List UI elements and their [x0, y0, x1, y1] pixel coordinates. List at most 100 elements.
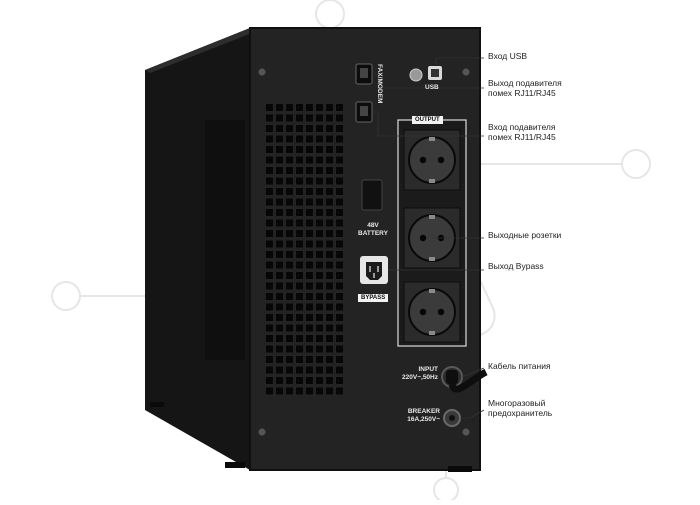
vent-hole	[306, 209, 313, 216]
cabinet-foot	[225, 462, 245, 468]
vent-hole	[316, 335, 323, 342]
vent-hole	[266, 114, 273, 122]
vent-hole	[316, 366, 323, 374]
vent-hole	[326, 240, 333, 248]
vent-hole	[316, 240, 323, 248]
vent-hole	[286, 188, 293, 195]
vent-hole	[286, 293, 293, 300]
vent-hole	[316, 387, 323, 395]
vent-hole	[306, 272, 313, 279]
vent-hole	[286, 167, 293, 174]
breaker-label: BREAKER 16A,250V~	[394, 408, 440, 424]
vent-hole	[336, 230, 343, 237]
watermark-circle-right	[621, 149, 651, 179]
vent-hole	[276, 303, 283, 311]
breaker-button-center	[449, 415, 455, 421]
vent-hole	[336, 156, 343, 164]
vent-hole	[286, 177, 293, 185]
vent-hole	[286, 366, 293, 374]
vent-hole	[326, 146, 333, 153]
vent-hole	[316, 156, 323, 164]
vent-hole	[316, 167, 323, 174]
vent-hole	[336, 135, 343, 143]
vent-hole	[286, 324, 293, 332]
vent-hole	[276, 387, 283, 395]
vent-hole	[286, 156, 293, 164]
vent-hole	[266, 177, 273, 185]
vent-hole	[266, 104, 273, 111]
callout-outlets-text: Выходные розетки	[488, 230, 562, 240]
vent-hole	[296, 219, 303, 227]
callout-breaker-line1: Многоразовый	[488, 398, 546, 408]
vent-hole	[286, 356, 293, 363]
vent-hole	[336, 314, 343, 321]
schuko-socket	[403, 281, 461, 343]
vent-hole	[336, 125, 343, 132]
vent-hole	[336, 356, 343, 363]
vent-hole	[306, 282, 313, 290]
leader-rj-out	[372, 73, 484, 89]
vent-hole	[276, 335, 283, 342]
vent-hole	[316, 125, 323, 132]
vent-hole	[286, 146, 293, 153]
vent-hole	[306, 324, 313, 332]
vent-hole	[306, 230, 313, 237]
vent-hole	[336, 209, 343, 216]
vent-hole	[336, 167, 343, 174]
vent-hole	[326, 335, 333, 342]
vent-hole	[306, 114, 313, 122]
vent-hole	[286, 198, 293, 206]
vent-hole	[266, 219, 273, 227]
vent-hole	[266, 345, 273, 353]
vent-hole	[316, 135, 323, 143]
vent-hole	[326, 272, 333, 279]
battery-label: 48V BATTERY	[356, 222, 390, 238]
callout-usb-in: Вход USB	[488, 51, 527, 61]
callout-power-cable: Кабель питания	[488, 361, 551, 371]
socket-hole	[437, 308, 445, 316]
vent-hole	[306, 356, 313, 363]
vent-hole	[316, 282, 323, 290]
vent-hole	[266, 335, 273, 342]
vent-hole	[276, 219, 283, 227]
screw-icon	[462, 428, 470, 436]
vent-hole	[296, 167, 303, 174]
vent-hole	[276, 293, 283, 300]
socket-ring	[408, 288, 456, 336]
vent-hole	[276, 356, 283, 363]
vent-hole	[326, 219, 333, 227]
callout-bypass-text: Выход Bypass	[488, 261, 544, 271]
vent-hole	[296, 146, 303, 153]
battery-label-line2: BATTERY	[358, 230, 388, 237]
vent-hole	[316, 104, 323, 111]
vent-hole	[306, 377, 313, 384]
vent-hole	[316, 146, 323, 153]
panel-screws	[258, 68, 470, 436]
vent-hole	[266, 167, 273, 174]
vent-hole	[296, 356, 303, 363]
vent-hole	[316, 293, 323, 300]
callout-breaker: Многоразовый предохранитель	[488, 398, 552, 418]
vent-hole	[296, 303, 303, 311]
cabinet-foot	[448, 466, 472, 472]
vent-hole	[266, 261, 273, 269]
vent-hole	[306, 135, 313, 143]
vent-hole	[336, 387, 343, 395]
callout-usb-in-text: Вход USB	[488, 51, 528, 61]
vent-hole	[306, 303, 313, 311]
vent-hole	[296, 125, 303, 132]
vent-hole	[296, 177, 303, 185]
vent-hole	[296, 293, 303, 300]
vent-hole	[296, 335, 303, 342]
vent-hole	[266, 209, 273, 216]
vent-hole	[316, 314, 323, 321]
socket-ground-clip	[429, 137, 435, 141]
vent-hole	[266, 135, 273, 143]
vent-hole	[276, 198, 283, 206]
leader-usb	[435, 57, 484, 64]
vent-hole	[326, 114, 333, 122]
vent-hole	[266, 356, 273, 363]
socket-ground-clip	[429, 331, 435, 335]
